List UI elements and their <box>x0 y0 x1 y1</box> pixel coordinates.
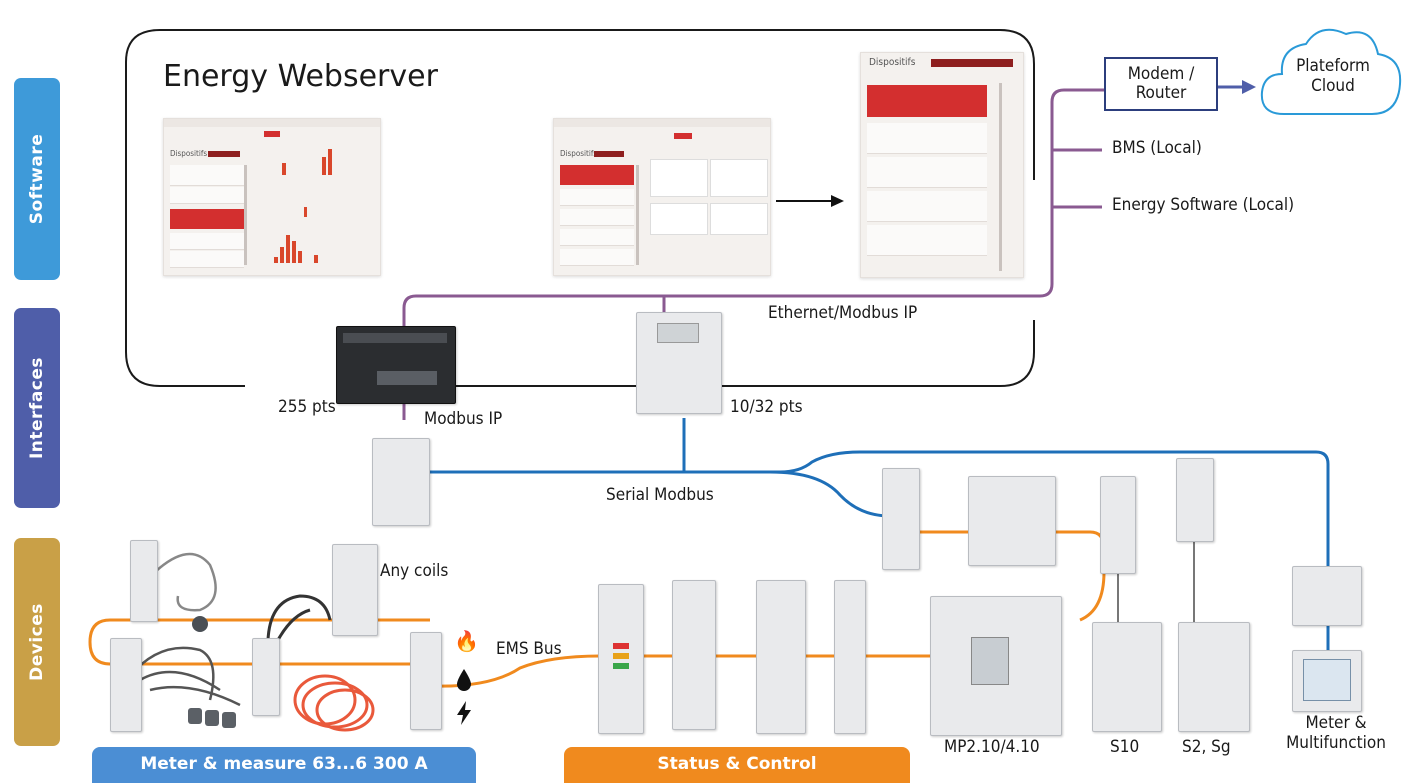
s10-interface <box>1100 476 1136 574</box>
energy-meter-top <box>968 476 1056 566</box>
cloud-label: Plateform Cloud <box>1296 56 1370 96</box>
meter-interface <box>1292 566 1362 626</box>
meter-device-3 <box>252 638 280 716</box>
webserver-screenshot-2: Dispositifs <box>553 118 771 276</box>
control-module-2 <box>756 580 806 734</box>
pts-255-label: 255 pts <box>278 397 336 417</box>
tab-devices: Devices <box>14 538 60 746</box>
gateway-device <box>336 326 456 404</box>
ems-module <box>410 632 442 730</box>
sensor-clamp-4 <box>192 616 208 632</box>
interface-module-top <box>882 468 920 570</box>
serial-modbus-label: Serial Modbus <box>606 485 714 505</box>
webserver-screenshot-1: Dispositifs <box>163 118 381 276</box>
screenshot-1-title: Dispositifs <box>170 149 208 158</box>
screen-arrow-head <box>831 195 844 207</box>
control-module-1 <box>672 580 716 730</box>
sensor-clamp-1 <box>188 708 202 724</box>
s10-label: S10 <box>1110 737 1140 757</box>
serial-line <box>430 450 1330 566</box>
webserver-frame <box>125 29 1035 387</box>
cloud-icon <box>1260 28 1402 115</box>
s2-interface <box>1176 458 1214 542</box>
s2-label: S2, Sg <box>1182 737 1231 757</box>
bms-label: BMS (Local) <box>1112 138 1202 158</box>
meter-measure-bar: Meter & measure 63...6 300 A <box>92 747 476 783</box>
webserver-screenshot-3: Dispositifs <box>860 52 1024 278</box>
flame-icon: 🔥 <box>454 629 479 653</box>
modbus-ip-label: Modbus IP <box>424 409 503 429</box>
meter-device-1 <box>130 540 158 622</box>
sensor-clamp-3 <box>222 712 236 728</box>
ethernet-line <box>402 88 1104 420</box>
pts-10-32-label: 10/32 pts <box>730 397 803 417</box>
ems-bus-label: EMS Bus <box>496 639 562 659</box>
ethernet-label: Ethernet/Modbus IP <box>768 303 918 323</box>
meter-label: Meter & Multifunction <box>1286 713 1386 753</box>
status-control-bar: Status & Control <box>564 747 910 783</box>
tab-interfaces: Interfaces <box>14 308 60 508</box>
cloud-arrow-head <box>1242 80 1256 94</box>
status-indicator-module <box>598 584 644 734</box>
screenshot-2-title: Dispositifs <box>560 149 598 158</box>
lightning-icon <box>457 701 471 725</box>
energy-software-label: Energy Software (Local) <box>1112 195 1295 215</box>
coil-wire-1 <box>154 552 217 612</box>
serial-line-branch <box>769 470 891 518</box>
any-coils-label: Any coils <box>380 561 449 581</box>
rogowski-coil-1 <box>301 681 369 729</box>
tab-software: Software <box>14 78 60 280</box>
coil-module <box>332 544 378 636</box>
webserver-title: Energy Webserver <box>163 59 438 94</box>
modem-router-label: Modem / Router <box>1127 64 1195 103</box>
control-module-3 <box>834 580 866 734</box>
coil-wire-3 <box>266 594 332 641</box>
modem-router-box: Modem / Router <box>1104 57 1218 111</box>
coil-wire-2 <box>129 646 241 707</box>
water-drop-icon <box>457 669 471 691</box>
screenshot-3-title: Dispositifs <box>869 57 916 68</box>
breaker-mp <box>930 596 1062 736</box>
serial-interface-module <box>372 438 430 526</box>
webserver-module <box>636 312 722 414</box>
multifunction-meter <box>1292 650 1362 712</box>
sensor-clamp-2 <box>205 710 219 726</box>
rogowski-coil-3 <box>315 688 375 732</box>
meter-device-2 <box>110 638 142 732</box>
breaker-s2 <box>1178 622 1250 732</box>
breaker-s10 <box>1092 622 1162 732</box>
mp-label: MP2.10/4.10 <box>944 737 1040 757</box>
